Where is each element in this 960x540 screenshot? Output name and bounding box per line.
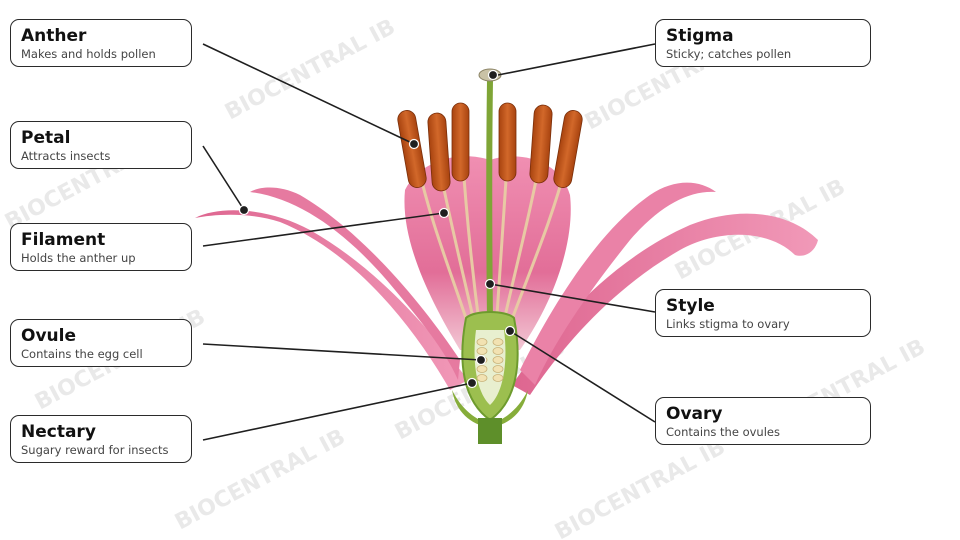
label-description: Attracts insects <box>21 149 111 163</box>
label-ovule: Ovule Contains the egg cell <box>10 319 192 367</box>
leader-line-ovule <box>202 343 482 361</box>
receptacle <box>452 390 528 428</box>
leader-line-filament <box>202 212 445 247</box>
label-ovary: Ovary Contains the ovules <box>655 397 871 445</box>
label-title: Filament <box>21 230 106 250</box>
label-title: Ovary <box>666 404 723 424</box>
dot-ovule <box>475 354 487 366</box>
label-filament: Filament Holds the anther up <box>10 223 192 271</box>
leader-line-anther <box>202 43 415 145</box>
label-title: Nectary <box>21 422 96 442</box>
label-description: Links stigma to ovary <box>666 317 790 331</box>
label-anther: Anther Makes and holds pollen <box>10 19 192 67</box>
dot-anther <box>408 138 420 150</box>
label-title: Stigma <box>666 26 734 46</box>
dot-nectary <box>466 377 478 389</box>
watermark: BIOCENTRAL IB <box>551 435 729 540</box>
label-title: Ovule <box>21 326 76 346</box>
dot-petal <box>238 204 250 216</box>
dot-stigma <box>487 69 499 81</box>
label-title: Anther <box>21 26 87 46</box>
label-stigma: Stigma Sticky; catches pollen <box>655 19 871 67</box>
leader-line-ovary <box>509 330 656 423</box>
label-style: Style Links stigma to ovary <box>655 289 871 337</box>
right-petal-upper <box>520 182 716 385</box>
stem <box>478 418 502 444</box>
label-title: Style <box>666 296 715 316</box>
leader-line-style <box>489 283 656 313</box>
leader-lines <box>202 43 656 441</box>
label-description: Holds the anther up <box>21 251 136 265</box>
label-description: Makes and holds pollen <box>21 47 156 61</box>
leader-line-petal <box>202 145 245 211</box>
left-petal <box>195 210 468 390</box>
label-title: Petal <box>21 128 71 148</box>
dot-ovary <box>504 325 516 337</box>
label-petal: Petal Attracts insects <box>10 121 192 169</box>
dot-style <box>484 278 496 290</box>
label-nectary: Nectary Sugary reward for insects <box>10 415 192 463</box>
anthers <box>397 102 583 192</box>
label-description: Contains the egg cell <box>21 347 143 361</box>
watermark: BIOCENTRAL IB <box>171 425 349 536</box>
label-description: Sticky; catches pollen <box>666 47 792 61</box>
leader-line-nectary <box>202 382 473 441</box>
leader-dots <box>238 69 516 389</box>
label-description: Contains the ovules <box>666 425 780 439</box>
right-petal <box>512 213 818 395</box>
watermark: BIOCENTRAL IB <box>221 15 399 126</box>
leader-line-stigma <box>497 43 656 76</box>
label-description: Sugary reward for insects <box>21 443 169 457</box>
dot-filament <box>438 207 450 219</box>
